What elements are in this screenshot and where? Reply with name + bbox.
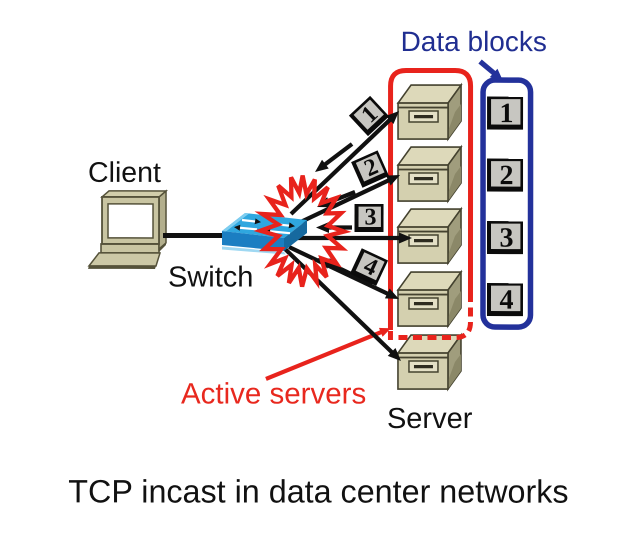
svg-text:Active servers: Active servers [181,377,366,410]
svg-text:1: 1 [500,98,514,129]
svg-text:3: 3 [500,223,514,254]
svg-text:3: 3 [365,205,377,231]
svg-text:Switch: Switch [168,261,253,293]
svg-text:Server: Server [387,403,473,435]
svg-text:Data blocks: Data blocks [401,26,547,57]
svg-text:2: 2 [500,160,514,191]
svg-text:Client: Client [88,157,161,189]
svg-text:4: 4 [499,285,513,316]
svg-text:TCP incast in data center netw: TCP incast in data center networks [68,473,568,509]
